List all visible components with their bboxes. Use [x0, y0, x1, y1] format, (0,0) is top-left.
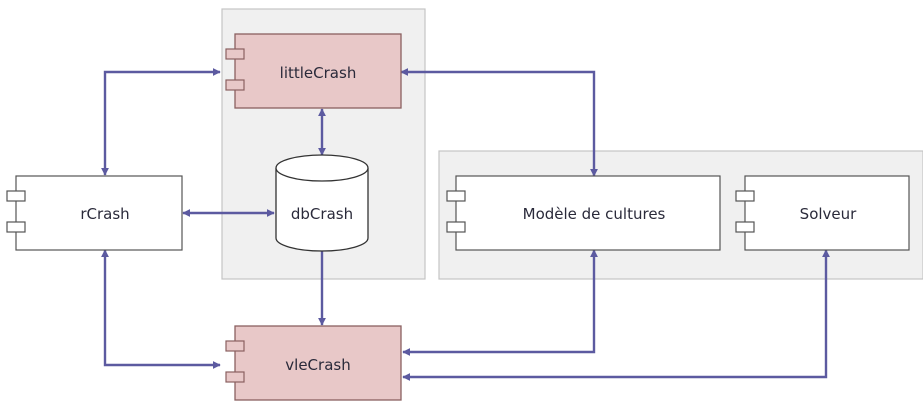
component-icon-tab: [225, 48, 245, 60]
component-icon-tab: [6, 190, 26, 202]
component-icon-tab: [225, 79, 245, 91]
component-icon-tab: [735, 190, 755, 202]
modele-label: Modèle de cultures: [523, 205, 666, 223]
solveur-label: Solveur: [800, 205, 857, 223]
connectors: [101, 68, 830, 381]
dbcrash-database: dbCrash: [275, 154, 369, 252]
modele-component: Modèle de cultures: [446, 175, 721, 251]
arrow-rcrash-littlecrash: [101, 68, 221, 176]
component-icon-tab: [6, 221, 26, 233]
component-icon-tab: [446, 221, 466, 233]
component-icon-tab: [225, 371, 245, 383]
vlecrash-component: vleCrash: [225, 325, 402, 401]
arrow-littlecrash-modele: [400, 68, 598, 177]
vlecrash-label: vleCrash: [285, 356, 350, 374]
component-icon-tab: [446, 190, 466, 202]
component-icon-tab: [735, 221, 755, 233]
solveur-component: Solveur: [735, 175, 910, 251]
component-icon-tab: [225, 340, 245, 352]
littlecrash-component: littleCrash: [225, 33, 402, 109]
rcrash-component: rCrash: [6, 175, 183, 251]
arrow-solveur-vlecrash: [402, 249, 830, 381]
dbcrash-label: dbCrash: [291, 205, 353, 223]
rcrash-label: rCrash: [80, 205, 129, 223]
arrow-rcrash-vlecrash: [101, 249, 221, 369]
littlecrash-label: littleCrash: [280, 64, 357, 82]
database-top: [275, 154, 369, 182]
